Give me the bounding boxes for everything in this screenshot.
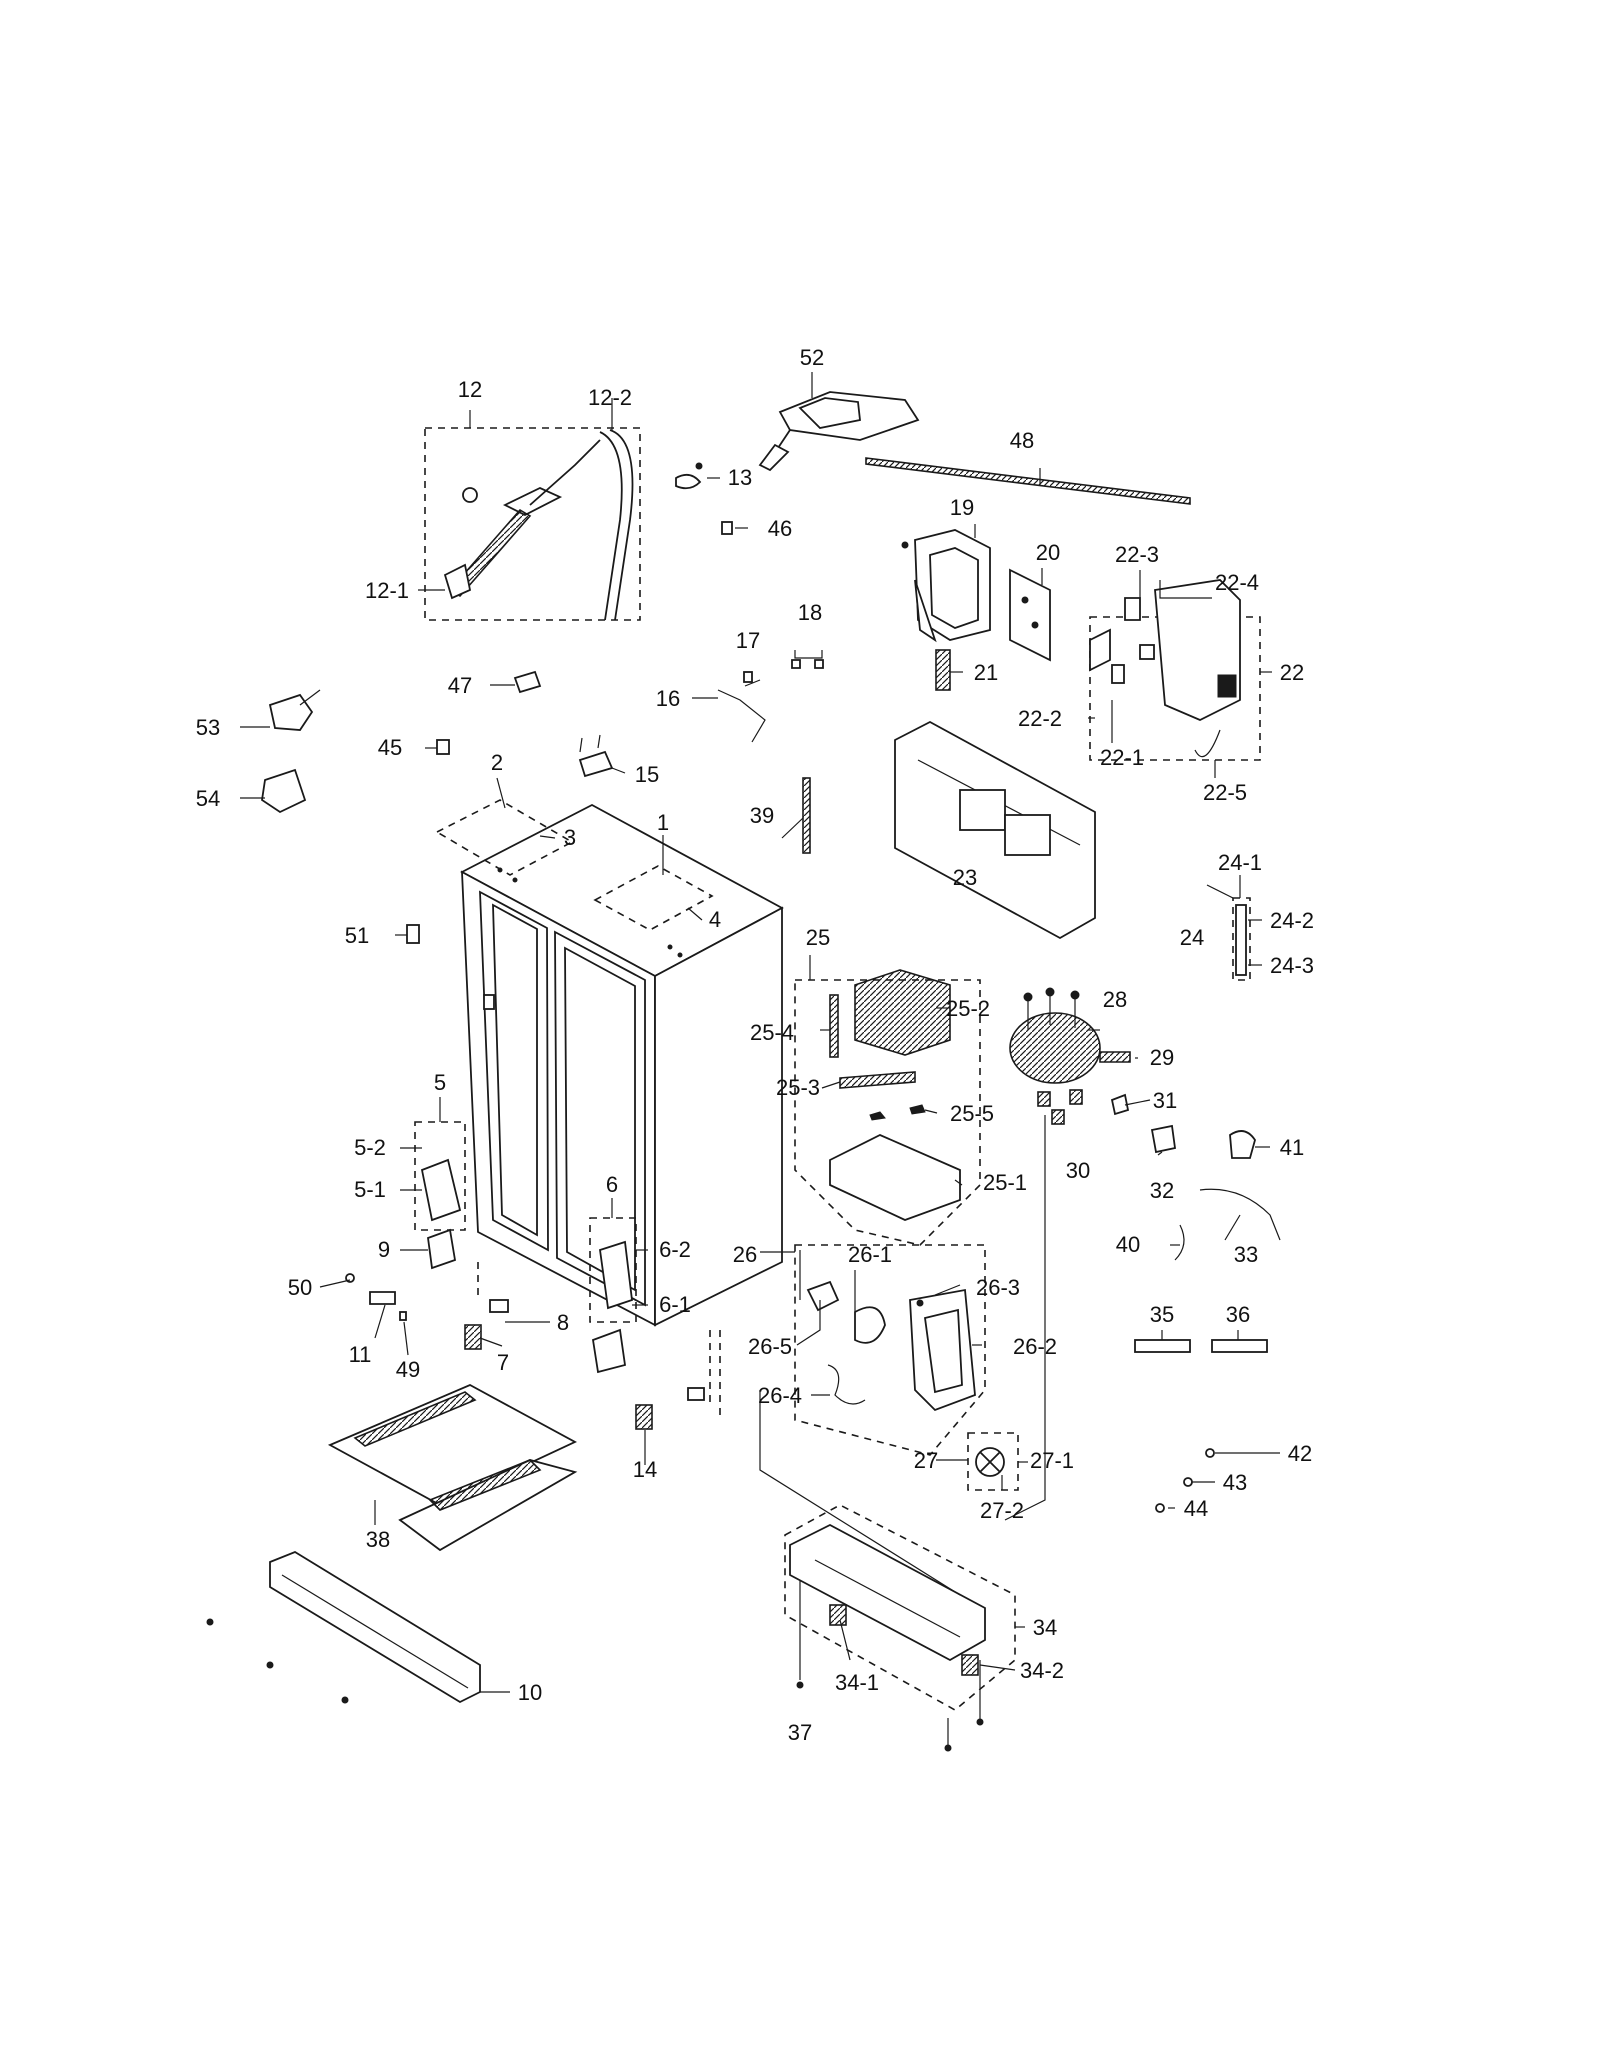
label-50: 50	[288, 1275, 312, 1300]
label-4: 4	[709, 907, 721, 932]
label-52: 52	[800, 345, 824, 370]
label-22-3: 22-3	[1115, 542, 1159, 567]
label-26: 26	[733, 1242, 757, 1267]
label-22: 22	[1280, 660, 1304, 685]
label-12: 12	[458, 377, 482, 402]
label-14: 14	[633, 1457, 657, 1482]
label-22-4: 22-4	[1215, 570, 1259, 595]
label-44: 44	[1184, 1496, 1208, 1521]
label-28: 28	[1103, 987, 1127, 1012]
label-32: 32	[1150, 1178, 1174, 1203]
label-33: 33	[1234, 1242, 1258, 1267]
label-29: 29	[1150, 1045, 1174, 1070]
label-34-2: 34-2	[1020, 1658, 1064, 1683]
label-41: 41	[1280, 1135, 1304, 1160]
label-25: 25	[806, 925, 830, 950]
label-27-2: 27-2	[980, 1498, 1024, 1523]
label-2: 2	[491, 750, 503, 775]
label-22-1: 22-1	[1100, 745, 1144, 770]
label-34: 34	[1033, 1615, 1057, 1640]
label-25-4: 25-4	[750, 1020, 794, 1045]
label-53: 53	[196, 715, 220, 740]
label-26-5: 26-5	[748, 1334, 792, 1359]
label-38: 38	[366, 1527, 390, 1552]
label-30: 30	[1066, 1158, 1090, 1183]
label-18: 18	[798, 600, 822, 625]
label-15: 15	[635, 762, 659, 787]
label-37: 37	[788, 1720, 812, 1745]
label-24-2: 24-2	[1270, 908, 1314, 933]
label-19: 19	[950, 495, 974, 520]
label-27-1: 27-1	[1030, 1448, 1074, 1473]
label-5: 5	[434, 1070, 446, 1095]
label-5-1: 5-1	[354, 1177, 386, 1202]
label-36: 36	[1226, 1302, 1250, 1327]
label-12-1: 12-1	[365, 578, 409, 603]
label-13: 13	[728, 465, 752, 490]
label-25-5: 25-5	[950, 1101, 994, 1126]
label-9: 9	[378, 1237, 390, 1262]
label-12-2: 12-2	[588, 385, 632, 410]
label-22-5: 22-5	[1203, 780, 1247, 805]
label-21: 21	[974, 660, 998, 685]
label-20: 20	[1036, 540, 1060, 565]
label-17: 17	[736, 628, 760, 653]
label-26-1: 26-1	[848, 1242, 892, 1267]
label-26-3: 26-3	[976, 1275, 1020, 1300]
label-48: 48	[1010, 428, 1034, 453]
label-25-3: 25-3	[776, 1075, 820, 1100]
label-49: 49	[396, 1357, 420, 1382]
label-51: 51	[345, 923, 369, 948]
label-39: 39	[750, 803, 774, 828]
label-5-2: 5-2	[354, 1135, 386, 1160]
label-54: 54	[196, 786, 220, 811]
label-23: 23	[953, 865, 977, 890]
label-47: 47	[448, 673, 472, 698]
label-25-1: 25-1	[983, 1170, 1027, 1195]
label-40: 40	[1116, 1232, 1140, 1257]
label-34-1: 34-1	[835, 1670, 879, 1695]
label-6-1: 6-1	[659, 1292, 691, 1317]
label-6: 6	[606, 1172, 618, 1197]
label-1: 1	[657, 810, 669, 835]
label-7: 7	[497, 1350, 509, 1375]
label-43: 43	[1223, 1470, 1247, 1495]
parts-drawings	[206, 391, 1281, 1752]
label-26-4: 26-4	[758, 1383, 802, 1408]
group-boxes	[414, 427, 1261, 1711]
label-45: 45	[378, 735, 402, 760]
label-16: 16	[656, 686, 680, 711]
label-11: 11	[349, 1342, 372, 1367]
label-25-2: 25-2	[946, 996, 990, 1021]
leader-lines	[240, 372, 1280, 1693]
label-27: 27	[914, 1448, 938, 1473]
label-24: 24	[1180, 925, 1204, 950]
label-6-2: 6-2	[659, 1237, 691, 1262]
label-24-1: 24-1	[1218, 850, 1262, 875]
callout-labels: 1 2 3 4 5 5-1 5-2 6 6-1 6-2 7 8 9 10 11 …	[196, 345, 1314, 1745]
cabinet-drawing	[460, 803, 784, 1327]
label-8: 8	[557, 1310, 569, 1335]
label-46: 46	[768, 516, 792, 541]
label-22-2: 22-2	[1018, 706, 1062, 731]
label-42: 42	[1288, 1441, 1312, 1466]
label-3: 3	[564, 825, 576, 850]
label-10: 10	[518, 1680, 542, 1705]
label-24-3: 24-3	[1270, 953, 1314, 978]
label-31: 31	[1153, 1088, 1177, 1113]
label-35: 35	[1150, 1302, 1174, 1327]
label-26-2: 26-2	[1013, 1334, 1057, 1359]
